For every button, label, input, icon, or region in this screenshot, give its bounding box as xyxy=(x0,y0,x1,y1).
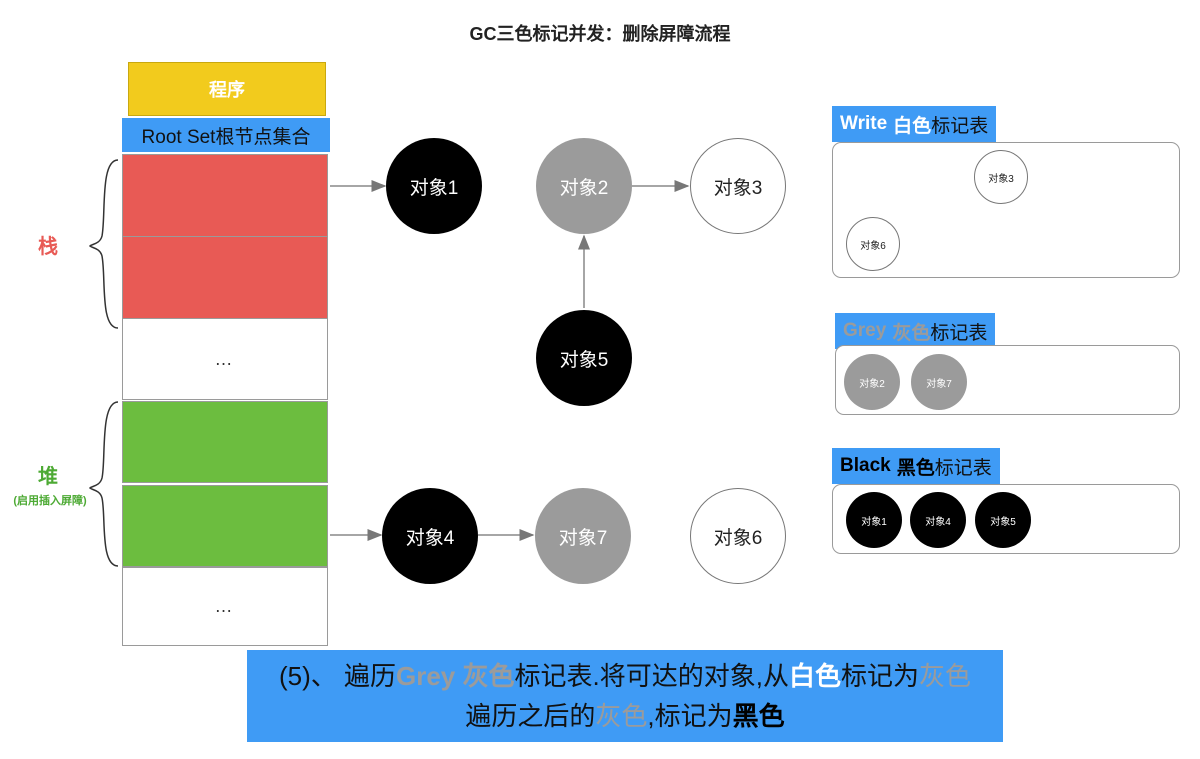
caption-text: 标记为 xyxy=(840,661,919,691)
node-label: 对象3 xyxy=(713,177,763,199)
caption-text: 遍历之后的 xyxy=(465,701,596,731)
object-3-node: 对象3 xyxy=(690,138,786,234)
tag-en: Grey xyxy=(843,320,887,341)
ellipsis-text: … xyxy=(214,348,236,369)
heap-cell-1 xyxy=(122,401,328,483)
white-item-obj3: 对象3 xyxy=(974,150,1028,204)
caption-text: 标记表.将可达的对象,从 xyxy=(514,661,789,691)
black-table-tag: Black 黑色 标记表 xyxy=(832,448,1000,484)
white-item-obj6: 对象6 xyxy=(846,217,900,271)
caption-text: ,标记为 xyxy=(647,701,733,731)
stack-ellipsis-cell: … xyxy=(122,318,328,400)
tag-color: 黑色 xyxy=(896,457,935,479)
caption-grey-term: 灰色 xyxy=(918,661,971,691)
stack-cell-2 xyxy=(122,236,328,319)
node-label: 对象7 xyxy=(558,527,608,549)
stack-label: 栈 xyxy=(38,236,58,258)
object-7-node: 对象7 xyxy=(535,488,631,584)
item-label: 对象4 xyxy=(925,516,951,528)
item-label: 对象1 xyxy=(861,516,887,528)
node-label: 对象2 xyxy=(559,177,609,199)
caption-line-1: (5)、 遍历Grey 灰色标记表.将可达的对象,从白色标记为灰色 xyxy=(279,656,971,696)
grey-item-obj7: 对象7 xyxy=(911,354,967,410)
tag-suffix: 标记表 xyxy=(930,322,988,344)
heap-label: 堆 xyxy=(38,466,58,488)
black-item-obj5: 对象5 xyxy=(975,492,1031,548)
grey-table-tag: Grey 灰色 标记表 xyxy=(835,313,996,349)
stack-cell-1 xyxy=(122,154,328,237)
object-4-node: 对象4 xyxy=(382,488,478,584)
heap-sublabel: (启用插入屏障) xyxy=(13,495,87,507)
ellipsis-text: … xyxy=(214,596,236,616)
object-6-node: 对象6 xyxy=(690,488,786,584)
program-block: 程序 xyxy=(128,62,326,116)
heap-ellipsis-cell: … xyxy=(122,567,328,646)
caption-line-2: 遍历之后的灰色,标记为黑色 xyxy=(465,696,784,736)
tag-en: Write xyxy=(840,113,888,134)
white-table-tag: Write 白色 标记表 xyxy=(832,106,997,142)
black-item-obj1: 对象1 xyxy=(846,492,902,548)
item-label: 对象6 xyxy=(860,240,886,252)
black-item-obj4: 对象4 xyxy=(910,492,966,548)
object-2-node: 对象2 xyxy=(536,138,632,234)
grey-item-obj2: 对象2 xyxy=(844,354,900,410)
caption-grey-term: Grey 灰色 xyxy=(396,661,515,691)
tag-suffix: 标记表 xyxy=(934,457,992,479)
tag-color: 白色 xyxy=(893,115,932,137)
item-label: 对象5 xyxy=(990,516,1016,528)
node-label: 对象4 xyxy=(405,527,455,549)
node-label: 对象5 xyxy=(559,349,609,371)
caption-white-term: 白色 xyxy=(788,661,841,691)
tag-suffix: 标记表 xyxy=(931,115,989,137)
node-label: 对象6 xyxy=(713,527,763,549)
object-1-node: 对象1 xyxy=(386,138,482,234)
caption-grey-term: 灰色 xyxy=(595,701,648,731)
object-5-node: 对象5 xyxy=(536,310,632,406)
item-label: 对象7 xyxy=(926,378,952,390)
caption-black-term: 黑色 xyxy=(732,701,785,731)
heap-brace xyxy=(88,401,119,567)
tag-color: 灰色 xyxy=(892,322,931,344)
heap-cell-2 xyxy=(122,485,328,567)
root-set-label: Root Set根节点集合 xyxy=(122,118,330,152)
step-caption: (5)、 遍历Grey 灰色标记表.将可达的对象,从白色标记为灰色 遍历之后的灰… xyxy=(247,650,1003,742)
item-label: 对象3 xyxy=(988,173,1014,185)
tag-en: Black xyxy=(840,455,891,476)
diagram-title: GC三色标记并发：删除屏障流程 xyxy=(469,24,731,44)
caption-text: (5)、 遍历 xyxy=(278,661,396,691)
stack-brace xyxy=(88,159,119,329)
node-label: 对象1 xyxy=(409,177,459,199)
item-label: 对象2 xyxy=(859,378,885,390)
